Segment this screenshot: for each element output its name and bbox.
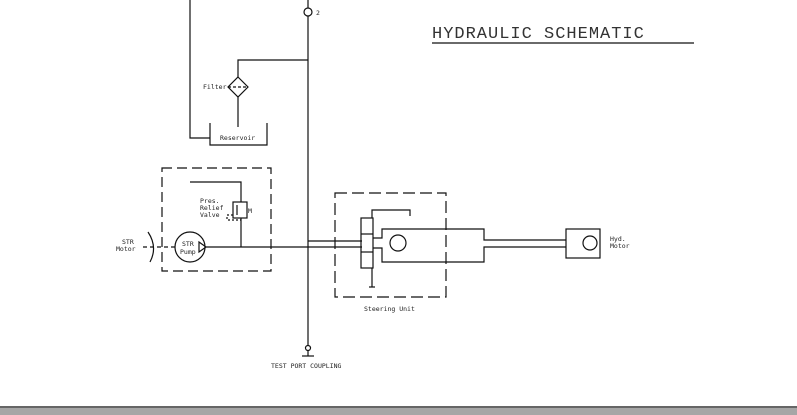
- port-label: 2: [316, 9, 320, 17]
- filter-label: Filter: [203, 83, 227, 91]
- return-line: [189, 0, 210, 139]
- pump-label-2: Pump: [180, 248, 196, 256]
- str-motor-label-2: Motor: [116, 245, 136, 253]
- hyd-motor-label-1: Hyd.: [610, 235, 626, 243]
- pump-enclosure: [161, 167, 272, 272]
- schematic-title: HYDRAULIC SCHEMATIC: [432, 25, 645, 44]
- steering-motor-symbol: [373, 228, 566, 263]
- relief-valve-symbol: [190, 181, 248, 247]
- test-port-label: TEST PORT COUPLING: [271, 362, 342, 370]
- steering-valve-symbol: [308, 209, 411, 288]
- hyd-motor-box: [565, 228, 601, 259]
- steering-unit-enclosure: [334, 192, 447, 298]
- relief-m-label: M: [248, 207, 252, 215]
- footer-bar: [0, 406, 797, 415]
- relief-label-3: Valve: [200, 211, 220, 219]
- relief-label-2: Relief: [200, 204, 224, 212]
- relief-label-1: Pres.: [200, 197, 220, 205]
- filter-symbol: [227, 59, 308, 127]
- rotation-arrow-icon: [147, 231, 155, 263]
- reservoir-label: Reservoir: [220, 134, 255, 142]
- pump-label-1: STR: [182, 240, 194, 248]
- reservoir-symbol: [209, 123, 268, 146]
- str-motor-label-1: STR: [122, 238, 134, 246]
- steering-unit-label: Steering Unit: [364, 305, 415, 313]
- hyd-motor-label-2: Motor: [610, 242, 630, 250]
- main-line: [303, 0, 313, 346]
- hyd-motor-symbol: [582, 235, 598, 251]
- test-port-symbol: [302, 344, 314, 357]
